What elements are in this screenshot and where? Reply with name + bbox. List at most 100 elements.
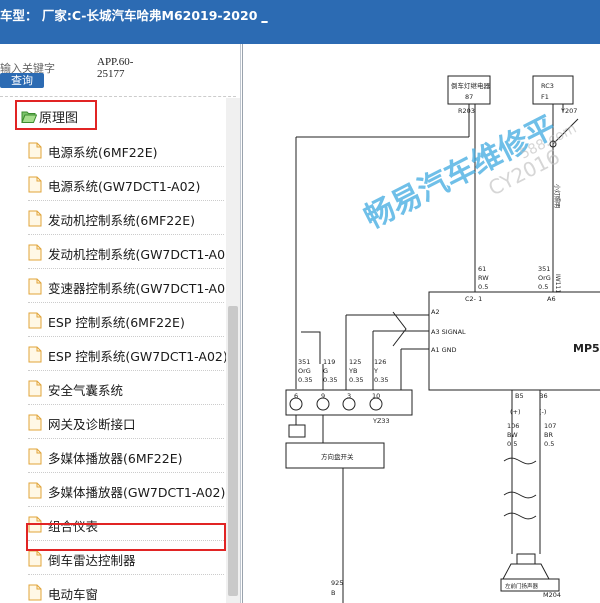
divider (28, 506, 224, 507)
tree-item-label: ESP 控制系统(6MF22E) (48, 315, 185, 330)
svg-text:107: 107 (544, 422, 556, 430)
divider (28, 540, 224, 541)
divider (28, 574, 224, 575)
wire-label: 0.35 (323, 376, 337, 384)
document-icon (28, 244, 42, 265)
wire-label: 119 (323, 358, 335, 366)
svg-text:61: 61 (478, 265, 486, 273)
svg-text:OrG: OrG (538, 274, 551, 282)
document-icon (28, 414, 42, 435)
svg-text:B6: B6 (539, 392, 548, 400)
svg-text:A1 GND: A1 GND (431, 346, 457, 354)
tree-item-label: 组合仪表 (48, 519, 99, 534)
document-icon (28, 278, 42, 299)
search-button[interactable]: 查询 (0, 73, 44, 88)
folder-open-icon (21, 109, 38, 128)
speaker-label: 左前门扬声器 (505, 582, 539, 590)
tree-item[interactable]: 网关及诊断接口 (28, 412, 226, 439)
document-icon (28, 210, 42, 231)
tree-item[interactable]: 安全气囊系统 (28, 378, 226, 405)
diagram-panel[interactable]: 倒车灯继电器 87 RC3 F1 R203 Y207 小灯照明 61 RW 0.… (242, 44, 600, 603)
tree-item-label: 多媒体播放器(6MF22E) (48, 451, 183, 466)
svg-text:0.5: 0.5 (478, 283, 488, 291)
divider (28, 336, 224, 337)
divider (28, 234, 224, 235)
relay-label: 倒车灯继电器 (451, 81, 491, 90)
divider (28, 268, 224, 269)
tree-item[interactable]: 组合仪表 (28, 514, 226, 541)
app-version: APP.60- 25177 (97, 56, 134, 80)
pin-a6: A6 (547, 295, 556, 303)
pin-number: 9 (321, 392, 325, 400)
fuse-label: RC3 (541, 82, 554, 90)
document-icon (28, 482, 42, 503)
switch-label: 方向盘开关 (321, 452, 354, 461)
divider (28, 472, 224, 473)
document-icon (28, 448, 42, 469)
tree-item[interactable]: 变速器控制系统(GW7DCT1-A0 (28, 276, 226, 303)
pin-number: 10 (372, 392, 380, 400)
document-icon (28, 176, 42, 197)
tree-item-label: 安全气囊系统 (48, 383, 124, 398)
svg-text:IW111: IW111 (554, 274, 561, 293)
pin-number: 3 (347, 392, 351, 400)
fuse-box (532, 75, 574, 105)
wiring-diagram: 倒车灯继电器 87 RC3 F1 R203 Y207 小灯照明 61 RW 0.… (285, 75, 600, 603)
wire-label: 0.35 (298, 376, 312, 384)
svg-text:925: 925 (331, 579, 343, 587)
search-input[interactable]: 输入关键字 (0, 62, 55, 75)
small-light-label: 小灯照明 (553, 184, 561, 208)
tree-item[interactable]: 电动车窗 (28, 582, 226, 603)
tree-item[interactable]: 发动机控制系统(GW7DCT1-A0 (28, 242, 226, 269)
tree-item-label: 变速器控制系统(GW7DCT1-A0 (48, 281, 226, 296)
wire-label: 125 (349, 358, 361, 366)
scrollbar-thumb[interactable] (228, 306, 238, 596)
pin-number: 6 (294, 392, 298, 400)
tree-item-label: 电源系统(6MF22E) (48, 145, 158, 160)
tree-item[interactable]: 倒车雷达控制器 (28, 548, 226, 575)
svg-text:351: 351 (538, 265, 550, 273)
document-icon (28, 550, 42, 571)
svg-text:BR: BR (544, 431, 553, 439)
tree-item-label: 倒车雷达控制器 (48, 553, 136, 568)
svg-text:0.5: 0.5 (507, 440, 517, 448)
search-area: 输入关键字 查询 APP.60- 25177 (0, 44, 240, 92)
tree-item-label: 发动机控制系统(6MF22E) (48, 213, 195, 228)
tree-item[interactable]: 电源系统(GW7DCT1-A02) (28, 174, 226, 201)
left-panel: 输入关键字 查询 APP.60- 25177 原理图 电源系统(6MF22E) 电… (0, 44, 241, 603)
wire-label: OrG (298, 367, 311, 375)
pin-c2: C2- 1 (465, 295, 482, 303)
tree-item[interactable]: 多媒体播放器(GW7DCT1-A02) (28, 480, 226, 507)
tree-item[interactable]: 电源系统(6MF22E) (28, 140, 226, 167)
svg-text:B5: B5 (515, 392, 524, 400)
mp5-label: MP5 (573, 342, 600, 355)
scrollbar[interactable] (226, 98, 240, 603)
wire-label: 351 (298, 358, 310, 366)
wire-label: Y (373, 367, 378, 375)
fuse-id: F1 (541, 93, 549, 101)
divider (28, 370, 224, 371)
svg-text:0.5: 0.5 (538, 283, 548, 291)
document-icon (28, 312, 42, 333)
document-icon (28, 346, 42, 367)
tree-item[interactable]: 发动机控制系统(6MF22E) (28, 208, 226, 235)
tree-item[interactable]: 多媒体播放器(6MF22E) (28, 446, 226, 473)
tree-item-label: 电源系统(GW7DCT1-A02) (48, 179, 201, 194)
title-link[interactable]: _ (261, 8, 268, 23)
document-icon (28, 584, 42, 603)
wire-label: G (323, 367, 328, 375)
tree-item[interactable]: ESP 控制系统(6MF22E) (28, 310, 226, 337)
svg-text:(+): (+) (510, 408, 521, 416)
tree-root-schematics[interactable]: 原理图 (15, 100, 97, 130)
y207-label: Y207 (560, 107, 577, 115)
tree-item[interactable]: ESP 控制系统(GW7DCT1-A02) (28, 344, 226, 371)
tree-item-label: 发动机控制系统(GW7DCT1-A0 (48, 247, 226, 262)
wire-label: 0.35 (349, 376, 363, 384)
speaker-id: M204 (543, 591, 561, 599)
wire-label: 126 (374, 358, 386, 366)
svg-text:106: 106 (507, 422, 519, 430)
mp5-module (428, 291, 600, 391)
svg-text:(-): (-) (539, 408, 546, 416)
vehicle-title: 车型： 厂家:C-长城汽车哈弗M62019-2020_ (0, 8, 268, 23)
tree-item-label: 电动车窗 (48, 587, 99, 602)
